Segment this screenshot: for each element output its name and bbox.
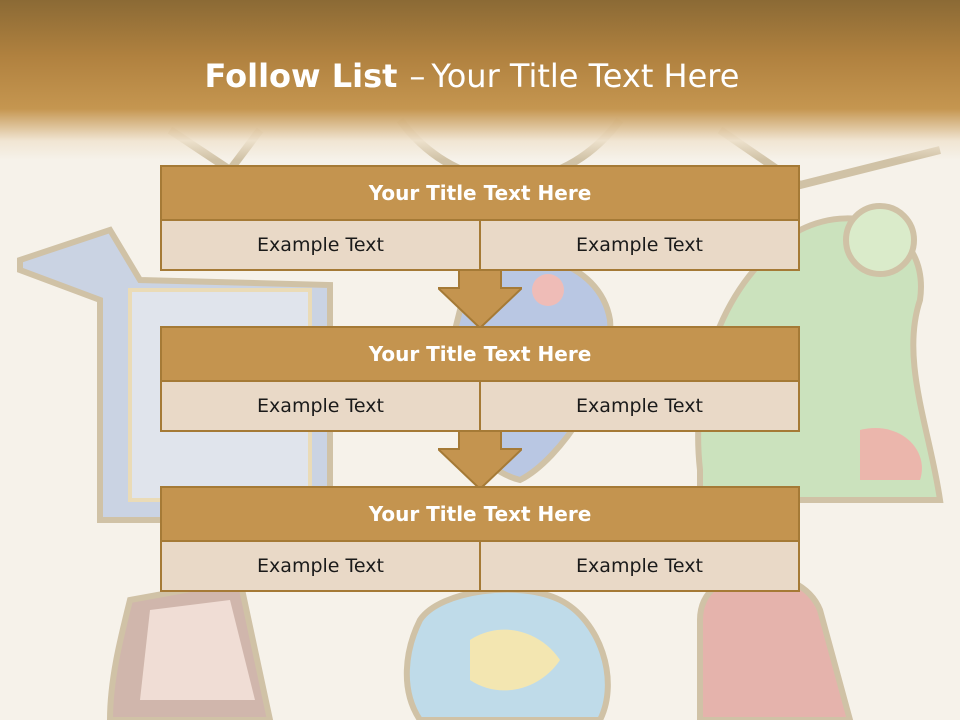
title-rest: Your Title Text Here [431,57,740,95]
down-arrow-icon [438,270,522,328]
block-title: Your Title Text Here [160,165,800,221]
slide-title: Follow List–Your Title Text Here [0,52,944,100]
block-cell-left: Example Text [160,382,481,432]
block-cell-left: Example Text [160,542,481,592]
block-row: Example Text Example Text [160,542,800,592]
title-dash: – [409,57,426,95]
down-arrow-icon [438,431,522,489]
list-block-1: Your Title Text Here Example Text Exampl… [160,165,800,271]
title-bold: Follow List [204,57,398,95]
block-row: Example Text Example Text [160,382,800,432]
block-cell-right: Example Text [481,221,800,271]
block-cell-right: Example Text [481,542,800,592]
title-banner [0,0,960,160]
block-row: Example Text Example Text [160,221,800,271]
block-title: Your Title Text Here [160,486,800,542]
block-cell-left: Example Text [160,221,481,271]
list-block-3: Your Title Text Here Example Text Exampl… [160,486,800,592]
list-block-2: Your Title Text Here Example Text Exampl… [160,326,800,432]
block-title: Your Title Text Here [160,326,800,382]
block-cell-right: Example Text [481,382,800,432]
